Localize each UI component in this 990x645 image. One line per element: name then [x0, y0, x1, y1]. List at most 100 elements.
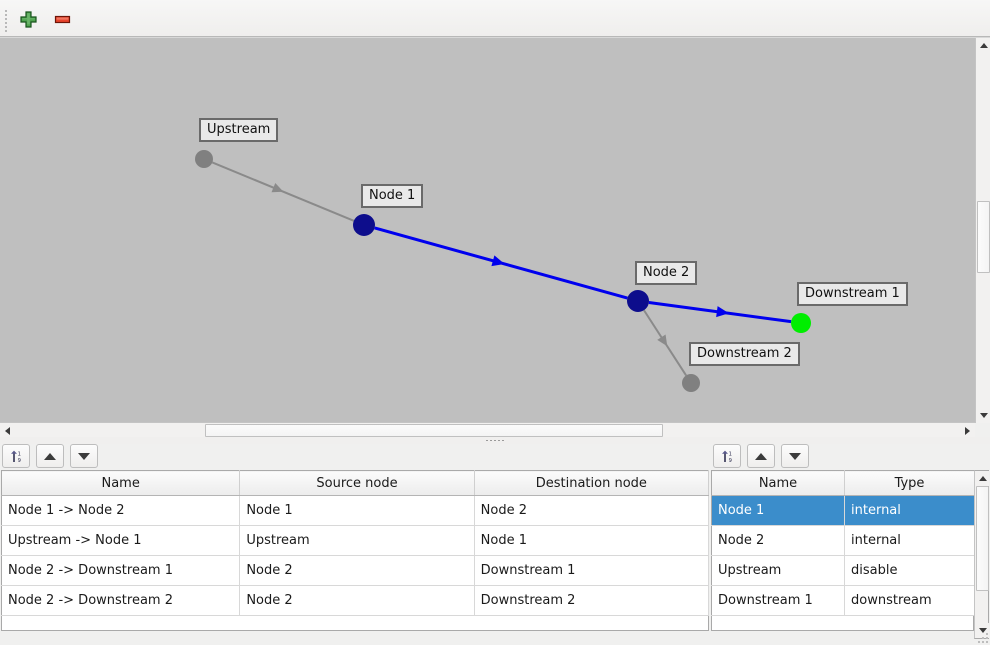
- table-cell[interactable]: Node 1: [239, 495, 475, 526]
- edge-arrowhead-node2-downstream2: [657, 334, 668, 347]
- edge-arrowhead-node2-downstream1: [716, 306, 729, 318]
- table-cell[interactable]: Node 2: [474, 495, 709, 526]
- toolbar-grip[interactable]: [4, 8, 10, 32]
- table-cell[interactable]: Node 2: [239, 555, 475, 586]
- table-cell[interactable]: Upstream -> Node 1: [1, 525, 241, 556]
- green-plus-icon: [19, 10, 37, 28]
- table-cell[interactable]: Node 1: [711, 495, 845, 526]
- scroll-right-button[interactable]: [960, 423, 975, 438]
- graph-node-upstream[interactable]: [195, 150, 213, 168]
- table-cell[interactable]: Upstream: [239, 525, 475, 556]
- triangle-up-icon: [978, 476, 987, 481]
- canvas-vertical-scrollbar[interactable]: [975, 38, 990, 423]
- table-cell[interactable]: Downstream 1: [474, 555, 709, 586]
- sort-icon: 1 9: [721, 450, 731, 464]
- nodes-toolbar: 1 9: [713, 444, 990, 470]
- window-resize-grip[interactable]: [976, 631, 988, 643]
- panel-splitter[interactable]: [0, 437, 990, 444]
- node-label-downstream1[interactable]: Downstream 1: [797, 282, 908, 306]
- column-header-name[interactable]: Name: [1, 470, 241, 496]
- edges-sort-button[interactable]: 1 9: [2, 444, 30, 468]
- table-cell[interactable]: Node 2: [711, 525, 845, 556]
- triangle-down-icon: [789, 452, 801, 460]
- nodes-sort-button[interactable]: 1 9: [713, 444, 741, 468]
- svg-text:1: 1: [17, 451, 20, 457]
- table-cell[interactable]: internal: [844, 495, 975, 526]
- horizontal-scroll-thumb[interactable]: [205, 424, 663, 437]
- delete-node-button[interactable]: [50, 8, 74, 30]
- main-toolbar: [0, 0, 990, 37]
- triangle-up-icon: [979, 43, 988, 48]
- add-node-button[interactable]: [16, 8, 40, 30]
- nodes-vertical-scrollbar[interactable]: [974, 470, 989, 639]
- triangle-down-icon: [78, 452, 90, 460]
- canvas-horizontal-scrollbar[interactable]: [0, 422, 975, 438]
- graph-node-node2[interactable]: [627, 290, 649, 312]
- table-cell[interactable]: Node 2 -> Downstream 2: [1, 585, 241, 616]
- triangle-down-icon: [979, 413, 988, 418]
- triangle-up-icon: [44, 452, 56, 460]
- edges-toolbar: 1 9: [2, 444, 710, 470]
- vertical-scroll-thumb[interactable]: [977, 201, 990, 273]
- graph-node-node1[interactable]: [353, 214, 375, 236]
- node-label-downstream2[interactable]: Downstream 2: [689, 342, 800, 366]
- graph-node-downstream2[interactable]: [682, 374, 700, 392]
- table-cell[interactable]: downstream: [844, 585, 975, 616]
- table-cell[interactable]: Downstream 1: [711, 585, 845, 616]
- table-cell[interactable]: Node 1 -> Node 2: [1, 495, 241, 526]
- svg-text:1: 1: [728, 451, 731, 457]
- table-cell[interactable]: Node 2: [239, 585, 475, 616]
- triangle-down-icon: [978, 628, 987, 633]
- triangle-right-icon: [965, 426, 970, 435]
- scroll-down-button[interactable]: [976, 408, 990, 423]
- nodes-move-down-button[interactable]: [781, 444, 809, 468]
- edges-move-down-button[interactable]: [70, 444, 98, 468]
- table-cell[interactable]: disable: [844, 555, 975, 586]
- graph-node-downstream1[interactable]: [791, 313, 811, 333]
- nodes-scroll-up-button[interactable]: [975, 471, 989, 486]
- column-header-name[interactable]: Name: [711, 470, 845, 496]
- triangle-up-icon: [755, 452, 767, 460]
- nodes-scroll-down-button[interactable]: [975, 623, 989, 638]
- table-cell[interactable]: Upstream: [711, 555, 845, 586]
- edge-arrowhead-upstream-node1: [271, 183, 284, 193]
- edges-move-up-button[interactable]: [36, 444, 64, 468]
- nodes-move-up-button[interactable]: [747, 444, 775, 468]
- svg-text:9: 9: [728, 458, 731, 464]
- graph-svg: [195, 150, 811, 392]
- nodes-table-empty-row: [711, 616, 974, 631]
- splitter-grip-icon: [486, 440, 504, 441]
- node-label-node2[interactable]: Node 2: [635, 261, 698, 285]
- table-cell[interactable]: Downstream 2: [474, 585, 709, 616]
- table-cell[interactable]: Node 2 -> Downstream 1: [1, 555, 241, 586]
- table-cell[interactable]: Node 1: [474, 525, 709, 556]
- node-label-node1[interactable]: Node 1: [361, 184, 424, 208]
- node-label-upstream[interactable]: Upstream: [199, 118, 279, 142]
- column-header-source-node[interactable]: Source node: [239, 470, 475, 496]
- edge-arrowhead-node1-node2: [491, 255, 505, 267]
- table-cell[interactable]: internal: [844, 525, 975, 556]
- nodes-scroll-thumb[interactable]: [976, 486, 989, 591]
- scroll-left-button[interactable]: [0, 423, 15, 438]
- scroll-up-button[interactable]: [976, 38, 990, 53]
- sort-icon: 1 9: [10, 450, 20, 464]
- column-header-destination-node[interactable]: Destination node: [474, 470, 709, 496]
- column-header-type[interactable]: Type: [844, 470, 975, 496]
